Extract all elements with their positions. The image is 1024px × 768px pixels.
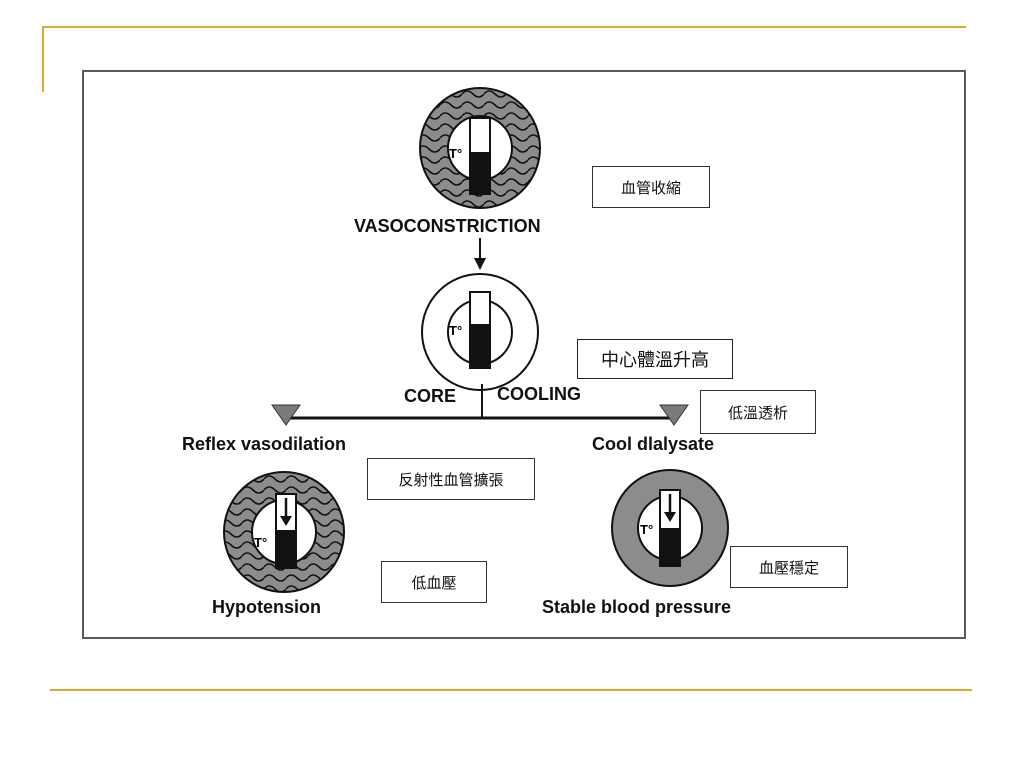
bottom-accent-rule (50, 689, 972, 691)
cooling-label: COOLING (497, 384, 581, 404)
note-low-temp-dialysis: 低溫透析 (700, 390, 816, 434)
thermometer-core (469, 291, 491, 369)
down-arrow (474, 238, 486, 270)
core-label: CORE (404, 386, 457, 406)
temp-symbol-right: T° (640, 522, 653, 537)
note-reflex-vasodilation: 反射性血管擴張 (367, 458, 535, 500)
note-core-temp-rise: 中心體溫升高 (577, 339, 733, 379)
thermometer-top (469, 117, 491, 195)
temp-symbol-left: T° (254, 535, 267, 550)
temp-symbol-top: T° (449, 146, 462, 161)
thermometer-left (275, 493, 297, 569)
branch-lines (271, 384, 689, 426)
thermometer-right (659, 489, 681, 567)
note-vasoconstriction: 血管收縮 (592, 166, 710, 208)
note-hypotension: 低血壓 (381, 561, 487, 603)
reflex-vasodilation-label: Reflex vasodilation (182, 434, 347, 454)
vasoconstriction-label: VASOCONSTRICTION (354, 216, 541, 236)
left-accent-rule (42, 26, 44, 92)
top-accent-rule (42, 26, 966, 28)
stable-bp-label: Stable blood pressure (542, 597, 732, 617)
temp-symbol-core: T° (449, 323, 462, 338)
hypotension-label: Hypotension (212, 597, 322, 617)
cool-dialysate-label: Cool dlalysate (592, 434, 715, 454)
note-bp-stable: 血壓穩定 (730, 546, 848, 588)
